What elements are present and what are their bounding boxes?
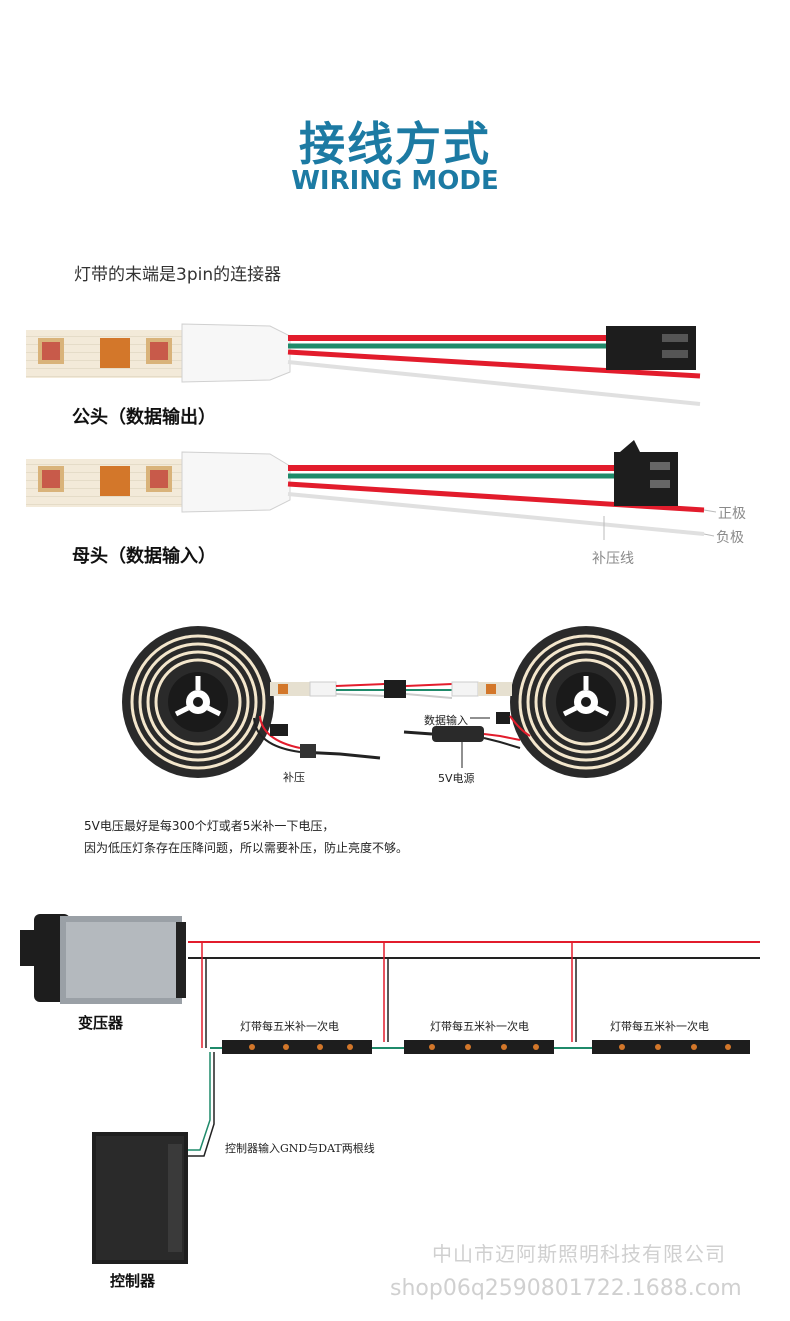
led-strip-segment-1 <box>222 1040 372 1054</box>
page-title: 接线方式 <box>299 117 491 171</box>
led-chip-icon <box>150 342 168 360</box>
power-label: 5V电源 <box>438 772 475 785</box>
reel-left <box>122 626 274 778</box>
led-chip-icon <box>42 470 60 488</box>
reel-right <box>510 626 662 778</box>
shrink-sleeve <box>181 451 291 513</box>
voltage-note-line-1: 5V电压最好是每300个灯或者5米补一下电压， <box>84 819 335 833</box>
male-connector-label: 公头（数据输出） <box>72 407 216 428</box>
system-diagram <box>20 914 760 1264</box>
controller-input-label: 控制器输入GND与DAT两根线 <box>225 1142 375 1155</box>
controller-icon <box>92 1132 188 1264</box>
segment-label-1: 灯带每五米补一次电 <box>240 1020 339 1033</box>
led-chip-icon <box>42 342 60 360</box>
led-strip-segment-3 <box>592 1040 750 1054</box>
transformer-label: 变压器 <box>78 1014 124 1032</box>
intro-text: 灯带的末端是3pin的连接器 <box>74 265 282 285</box>
boost-wire-label: 补压线 <box>592 551 634 567</box>
female-connector-label: 母头（数据输入） <box>72 546 216 567</box>
shrink-sleeve <box>181 323 291 383</box>
reel-wiring <box>253 680 531 768</box>
solder-pad <box>100 466 130 496</box>
voltage-note: 5V电压最好是每300个灯或者5米补一下电压， 因为低压灯条存在压降问题，所以需… <box>84 815 408 859</box>
connector-icon <box>384 680 406 698</box>
positive-label: 正极 <box>718 506 746 522</box>
voltage-note-line-2: 因为低压灯条存在压降问题，所以需要补压，防止亮度不够。 <box>84 841 409 855</box>
led-chip-icon <box>150 470 168 488</box>
power-plug <box>432 726 484 742</box>
solder-pad <box>100 338 130 368</box>
negative-label: 负极 <box>716 530 744 546</box>
led-strip-segment-2 <box>404 1040 554 1054</box>
female-connector-assembly <box>26 440 717 540</box>
controller-label: 控制器 <box>110 1272 156 1290</box>
transformer-icon <box>20 914 186 1004</box>
page-subtitle: WIRING MODE <box>291 166 499 196</box>
connector-icon <box>614 452 678 506</box>
connector-icon <box>606 326 696 370</box>
segment-label-2: 灯带每五米补一次电 <box>430 1020 529 1033</box>
watermark-company: 中山市迈阿斯照明科技有限公司 <box>432 1242 726 1266</box>
male-connector-assembly <box>26 323 701 406</box>
watermark-shop: shop06q2590801722.1688.com <box>390 1276 742 1301</box>
reel-boost-label: 补压 <box>283 771 305 784</box>
data-input-label: 数据输入 <box>424 714 468 727</box>
segment-label-3: 灯带每五米补一次电 <box>610 1020 709 1033</box>
